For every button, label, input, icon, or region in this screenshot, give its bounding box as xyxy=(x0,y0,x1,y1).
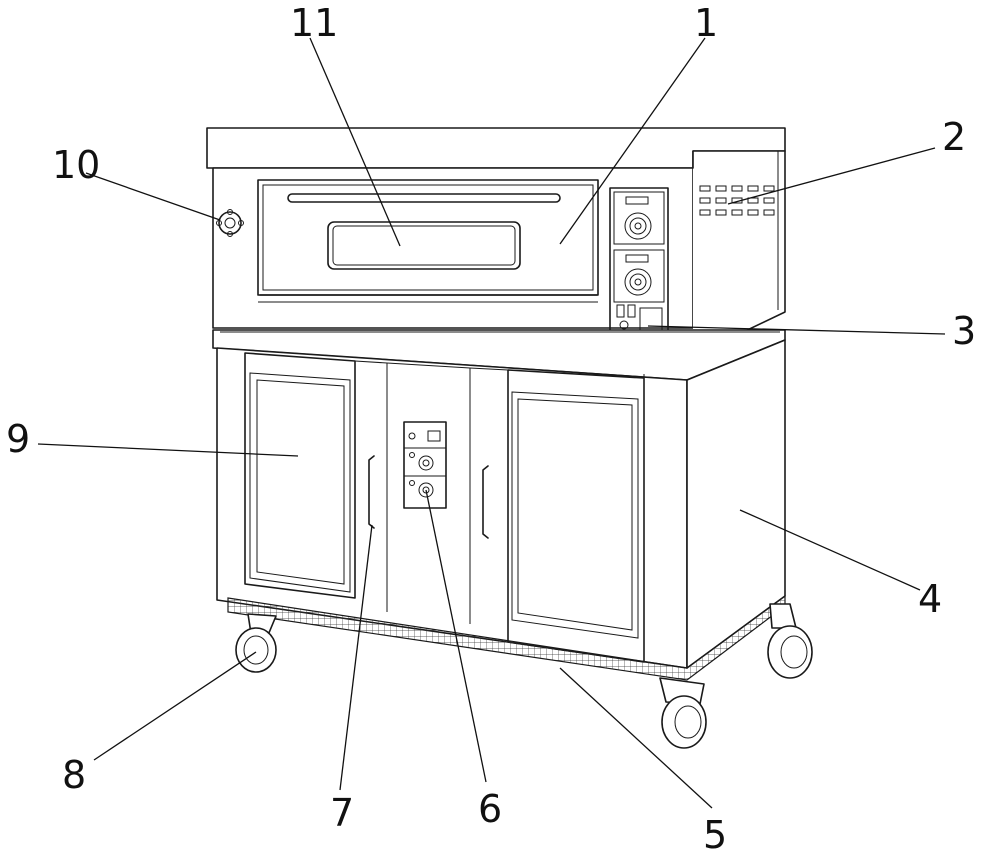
side-knob xyxy=(216,209,244,237)
label-9: 9 xyxy=(6,417,30,461)
label-1: 1 xyxy=(694,1,718,45)
reference-numerals: 11 1 2 3 4 5 6 7 8 9 10 xyxy=(6,1,976,857)
side-panel xyxy=(686,339,786,669)
casters xyxy=(235,603,813,749)
label-11: 11 xyxy=(290,1,338,45)
label-6: 6 xyxy=(478,787,502,831)
label-4: 4 xyxy=(918,577,942,621)
label-2: 2 xyxy=(942,115,966,159)
vent-slots xyxy=(699,185,775,216)
left-door xyxy=(244,352,388,612)
label-8: 8 xyxy=(62,753,86,797)
leader-lines xyxy=(37,37,946,809)
label-10: 10 xyxy=(52,143,100,187)
proofing-cabinet xyxy=(212,329,786,681)
right-door xyxy=(469,367,645,663)
label-5: 5 xyxy=(703,813,727,857)
label-3: 3 xyxy=(952,309,976,353)
door-handle xyxy=(287,193,561,203)
oven-unit xyxy=(206,127,786,357)
cabinet-control-panel xyxy=(386,362,471,624)
observation-window xyxy=(327,221,521,270)
oven-control-panel xyxy=(609,187,669,341)
label-7: 7 xyxy=(330,791,354,835)
